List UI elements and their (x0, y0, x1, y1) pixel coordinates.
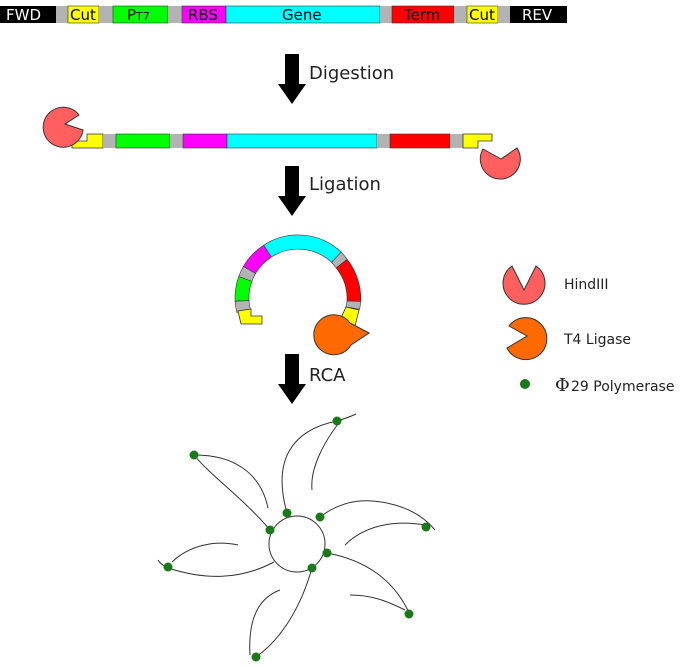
hindiii-legend-icon (502, 265, 546, 305)
digestion-arrow (278, 54, 306, 104)
gene-label: Gene (282, 6, 322, 24)
spacer-segment (170, 134, 183, 148)
phi-symbol: Φ (555, 375, 570, 396)
rca-arrow (278, 354, 306, 404)
strand-3-inner (344, 522, 426, 546)
strand-2 (319, 500, 436, 531)
ligation-label: Ligation (309, 174, 381, 195)
polymerase-dot (163, 562, 173, 572)
rca-label: RCA (309, 365, 346, 386)
spacer-segment (56, 6, 68, 23)
hindiii-enzyme-right (479, 147, 521, 180)
rev-segment (510, 6, 567, 23)
circularizing-fragment (234, 234, 362, 313)
term-label: Term (403, 6, 440, 24)
gene-segment (226, 133, 378, 149)
strand-6-inner (171, 542, 239, 563)
digested-fragment (71, 133, 493, 149)
polymerase-dot (322, 548, 332, 558)
strand-3 (326, 552, 411, 616)
strand-5-inner (249, 589, 281, 656)
spacer-segment (103, 134, 116, 148)
polymerase-dot (265, 525, 275, 535)
hindiii-legend-label: HindIII (564, 277, 609, 293)
strand-2-inner (311, 423, 339, 491)
hindiii-enzyme-left (42, 106, 84, 148)
strand-1-inner (194, 454, 269, 509)
spacer-segment (454, 6, 467, 23)
rev-label: REV (522, 6, 553, 24)
spacer-arc (238, 265, 256, 282)
pt7-sub: T7 (135, 10, 150, 23)
term-arc (335, 258, 362, 302)
pt7-main: P (127, 6, 136, 24)
rca-product (157, 413, 436, 658)
fwd-label: FWD (6, 6, 41, 24)
fwd-segment (0, 6, 56, 23)
rbs-label: RBS (188, 6, 218, 24)
rbs-arc (242, 244, 272, 274)
right-overhang (462, 133, 493, 149)
polymerase-dot (421, 522, 431, 532)
strand-5 (157, 559, 275, 577)
ligation-arrow (278, 166, 306, 216)
t4-ligase-enzyme (313, 314, 370, 356)
polymerase-legend-label: 29 Polymerase (571, 379, 674, 395)
polymerase-dot (189, 450, 199, 460)
left-sticky-end (237, 308, 263, 325)
polymerase-dot (251, 652, 261, 662)
polymerase-legend-icon (520, 379, 530, 389)
polymerase-dot (404, 609, 414, 619)
construct-bar: FWD Cut PT7 RBS Gene Term Cut REV (0, 5, 567, 24)
spacer-segment (380, 6, 392, 23)
gene-arc (263, 234, 342, 263)
spacer-segment (498, 6, 510, 23)
term-segment (389, 133, 451, 149)
polymerase-dot (307, 563, 317, 573)
polymerase-dot (332, 416, 342, 426)
cut-label: Cut (70, 6, 96, 24)
polymerase-dots (163, 416, 431, 662)
spacer-segment (99, 6, 113, 23)
polymerase-dot (282, 508, 292, 518)
spacer-segment (450, 134, 463, 148)
ligase-legend-label: T4 Ligase (563, 332, 631, 348)
strand-4-inner (349, 594, 406, 611)
strand-1 (281, 413, 357, 514)
cut-label: Cut (469, 6, 495, 24)
legend: HindIII T4 Ligase Φ 29 Polymerase (502, 265, 674, 396)
polymerase-dot (315, 512, 325, 522)
rbs-segment (182, 133, 228, 149)
spacer-segment (168, 6, 182, 23)
spacer-segment (377, 134, 390, 148)
digestion-label: Digestion (309, 63, 394, 84)
strand-6 (193, 454, 271, 531)
pt7-segment (115, 133, 171, 149)
strand-4 (255, 567, 313, 658)
circular-template (268, 515, 326, 573)
ligase-legend-icon (506, 317, 548, 361)
pt7-arc (234, 276, 253, 302)
pt7-label: PT7 (127, 6, 150, 24)
